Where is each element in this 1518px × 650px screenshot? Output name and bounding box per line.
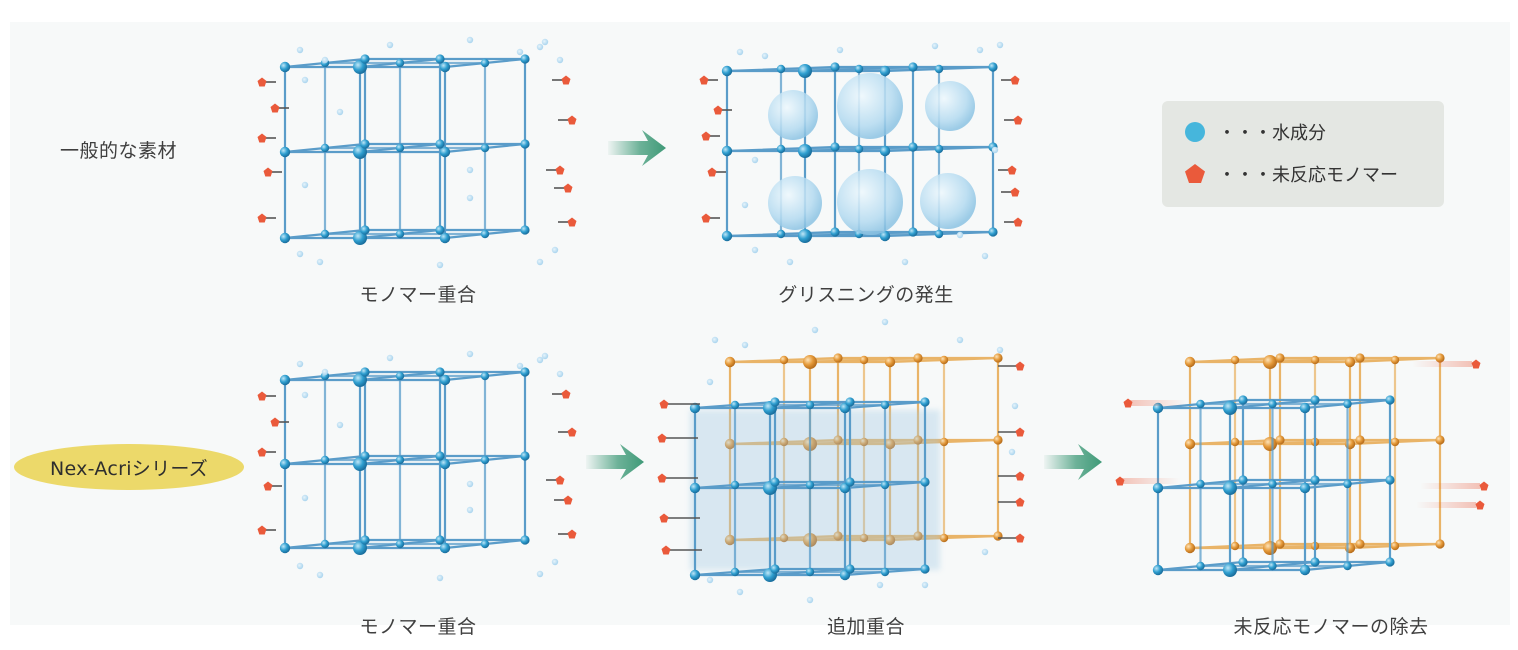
- caption-glistening-occurrence: グリスニングの発生: [778, 284, 954, 306]
- unreacted-monomer: [657, 433, 698, 443]
- unreacted-monomer: [998, 497, 1025, 507]
- blue-lattice: [1152, 395, 1395, 577]
- unreacted-monomer: [998, 361, 1025, 371]
- water-particles: [706, 318, 1019, 604]
- water-droplet: [920, 173, 976, 229]
- unreacted-monomer: [552, 389, 571, 399]
- lattice-unreacted-monomer-removal: [1115, 353, 1489, 577]
- unreacted-monomer: [558, 529, 577, 539]
- unreacted-monomer: [257, 133, 276, 143]
- unreacted-monomer: [558, 427, 577, 437]
- unreacted-monomer: [701, 131, 720, 141]
- unreacted-monomer: [661, 545, 702, 555]
- unreacted-monomer: [263, 481, 282, 491]
- legend-item-monomer: ・・・未反応モノマー: [1184, 161, 1398, 187]
- row-label-general: 一般的な素材: [60, 140, 178, 162]
- unreacted-monomer: [659, 513, 700, 523]
- removal-trail: [1416, 502, 1476, 508]
- unreacted-monomer: [1115, 476, 1125, 486]
- lattice-monomer-polymerization-1: [257, 36, 577, 269]
- water-particles: [296, 350, 564, 582]
- unreacted-monomer: [998, 165, 1017, 175]
- row-label-nex-acri-series: Nex-Acriシリーズ: [14, 444, 244, 490]
- unreacted-monomer: [1475, 500, 1485, 510]
- water-particles: [736, 41, 1004, 266]
- unreacted-monomer: [1004, 115, 1023, 125]
- unreacted-monomer: [998, 533, 1025, 543]
- glistening-water-droplets: [768, 73, 976, 235]
- legend-item-water: ・・・水成分: [1184, 119, 1326, 145]
- unreacted-monomer: [257, 213, 276, 223]
- water-droplet: [837, 73, 903, 139]
- unreacted-monomer: [546, 165, 565, 175]
- unreacted-monomer: [554, 495, 573, 505]
- unreacted-monomer: [546, 475, 565, 485]
- monomer-pentagon-icon: [1185, 164, 1205, 183]
- unreacted-monomer: [1001, 75, 1020, 85]
- unreacted-monomer: [1001, 187, 1020, 197]
- unreacted-monomer: [1479, 481, 1489, 491]
- unreacted-monomer: [701, 213, 720, 223]
- unreacted-monomer: [558, 115, 577, 125]
- unreacted-monomer: [713, 105, 732, 115]
- lattice-additional-polymerization: [657, 318, 1025, 604]
- unreacted-monomer: [554, 183, 573, 193]
- caption-monomer-polymerization-1: モノマー重合: [359, 284, 477, 306]
- water-droplet: [925, 81, 975, 131]
- unreacted-monomer: [270, 103, 289, 113]
- unreacted-monomer: [1471, 359, 1481, 369]
- water-droplet: [768, 176, 822, 230]
- unreacted-monomer: [270, 417, 289, 427]
- lattice-monomer-polymerization-2: [257, 350, 577, 582]
- water-drop-icon: [1185, 122, 1205, 142]
- legend-water-label: ・・・水成分: [1218, 123, 1326, 144]
- water-particles: [296, 36, 564, 269]
- orange-lattice: [1184, 353, 1445, 555]
- monomer-removal-trails: [1115, 359, 1489, 510]
- caption-unreacted-monomer-removal: 未反応モノマーの除去: [1233, 616, 1429, 638]
- removal-trail: [1420, 483, 1480, 489]
- lattice-glistening: [699, 41, 1023, 266]
- right-arrow-icon: [586, 444, 644, 480]
- water-droplet: [768, 90, 818, 140]
- legend-monomer-label: ・・・未反応モノマー: [1218, 165, 1398, 186]
- removal-trail: [1120, 478, 1180, 484]
- unreacted-monomer: [1004, 217, 1023, 227]
- removal-trail: [1128, 400, 1188, 406]
- unreacted-monomer: [707, 167, 726, 177]
- blue-lattice: [689, 397, 930, 582]
- water-droplet: [837, 169, 903, 235]
- unreacted-monomer: [659, 399, 700, 409]
- legend-box: ・・・水成分 ・・・未反応モノマー: [1162, 101, 1444, 207]
- unreacted-monomer: [998, 427, 1025, 437]
- unreacted-monomer: [257, 447, 276, 457]
- unreacted-monomer: [1123, 398, 1133, 408]
- unreacted-monomer: [257, 391, 276, 401]
- caption-additional-polymerization: 追加重合: [826, 616, 906, 638]
- unreacted-monomer: [257, 525, 276, 535]
- blue-lattice: [279, 54, 530, 245]
- unreacted-monomer: [552, 75, 571, 85]
- caption-monomer-polymerization-2: モノマー重合: [359, 616, 477, 638]
- removal-trail: [1412, 361, 1472, 367]
- blur-haze: [690, 410, 940, 570]
- unreacted-monomer: [657, 473, 698, 483]
- right-arrow-icon: [1044, 444, 1102, 480]
- unreacted-monomer: [699, 75, 718, 85]
- right-arrow-icon: [608, 130, 666, 166]
- unreacted-monomer: [998, 471, 1025, 481]
- unreacted-monomer: [558, 217, 577, 227]
- unreacted-monomer: [257, 77, 276, 87]
- unreacted-monomer: [263, 167, 282, 177]
- blue-lattice: [279, 367, 530, 555]
- row-label-nex-acri-series-text: Nex-Acriシリーズ: [49, 457, 209, 480]
